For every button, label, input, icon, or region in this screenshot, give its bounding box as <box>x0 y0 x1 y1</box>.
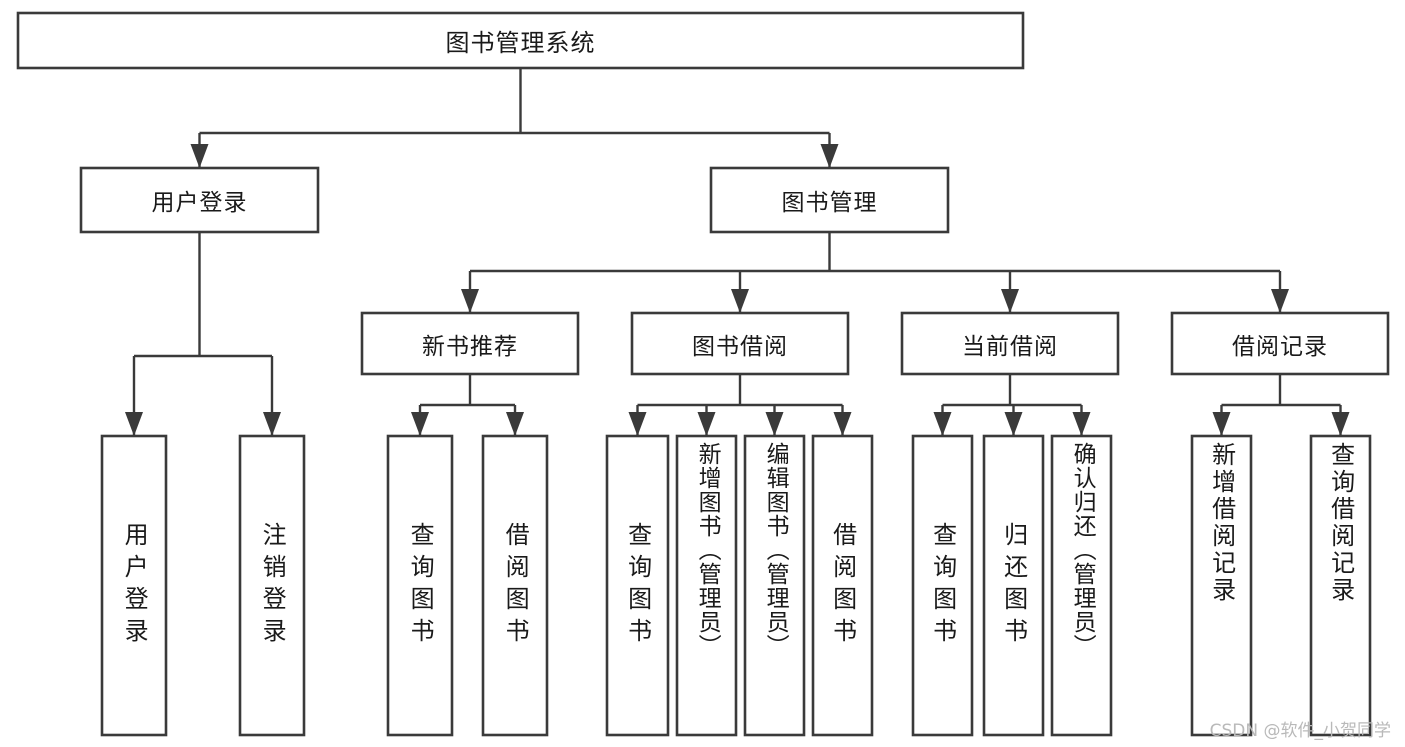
arrow-icon-user-login <box>190 144 209 168</box>
node-box-user-login[interactable] <box>79 166 320 234</box>
arrow-icon-leaf-edit-book <box>765 412 784 436</box>
node-box-leaf-query-book-current[interactable] <box>911 434 974 737</box>
arrow-icon-new-book-recommend <box>461 289 479 313</box>
node-box-book-manage[interactable] <box>709 166 950 234</box>
node-box-book-borrow[interactable] <box>630 311 850 376</box>
arrow-icon-current-borrow <box>1001 289 1019 313</box>
arrow-icon-leaf-borrow-book-recommend <box>506 412 524 436</box>
node-box-leaf-query-book-recommend[interactable] <box>386 434 454 737</box>
node-box-leaf-confirm-return[interactable] <box>1050 434 1113 737</box>
node-box-leaf-user-logout[interactable] <box>238 434 306 737</box>
arrow-icon-borrow-record <box>1271 289 1289 313</box>
arrow-icon-leaf-add-book <box>697 412 716 436</box>
node-box-leaf-borrow-book[interactable] <box>811 434 874 737</box>
node-box-leaf-add-borrow-record[interactable] <box>1190 434 1253 737</box>
arrow-icon-leaf-add-borrow-record <box>1212 412 1231 436</box>
node-box-leaf-return-book[interactable] <box>982 434 1045 737</box>
arrow-icon-leaf-confirm-return <box>1072 412 1091 436</box>
arrow-icon-leaf-query-book-recommend <box>411 412 429 436</box>
node-box-leaf-query-borrow-record[interactable] <box>1309 434 1372 737</box>
node-box-leaf-query-book-borrow[interactable] <box>605 434 670 737</box>
node-box-borrow-record[interactable] <box>1170 311 1390 376</box>
arrow-icon-book-manage <box>820 144 839 168</box>
arrow-icon-leaf-query-book-current <box>933 412 952 436</box>
arrow-icon-leaf-return-book <box>1004 412 1023 436</box>
arrow-icon-book-borrow <box>731 289 749 313</box>
arrow-icon-leaf-borrow-book <box>833 412 852 436</box>
connector-layer <box>125 68 1350 436</box>
node-box-leaf-user-login[interactable] <box>100 434 168 737</box>
node-box-current-borrow[interactable] <box>900 311 1120 376</box>
node-box-leaf-edit-book[interactable] <box>743 434 806 737</box>
arrow-icon-leaf-user-logout <box>263 412 281 436</box>
arrow-icon-leaf-query-borrow-record <box>1331 412 1350 436</box>
node-box-root[interactable] <box>16 11 1025 70</box>
box-layer <box>16 11 1390 737</box>
node-box-leaf-add-book[interactable] <box>675 434 738 737</box>
arrow-icon-leaf-query-book-borrow <box>628 412 647 436</box>
node-box-leaf-borrow-book-recommend[interactable] <box>481 434 549 737</box>
node-box-new-book-recommend[interactable] <box>360 311 580 376</box>
arrow-icon-leaf-user-login <box>125 412 143 436</box>
